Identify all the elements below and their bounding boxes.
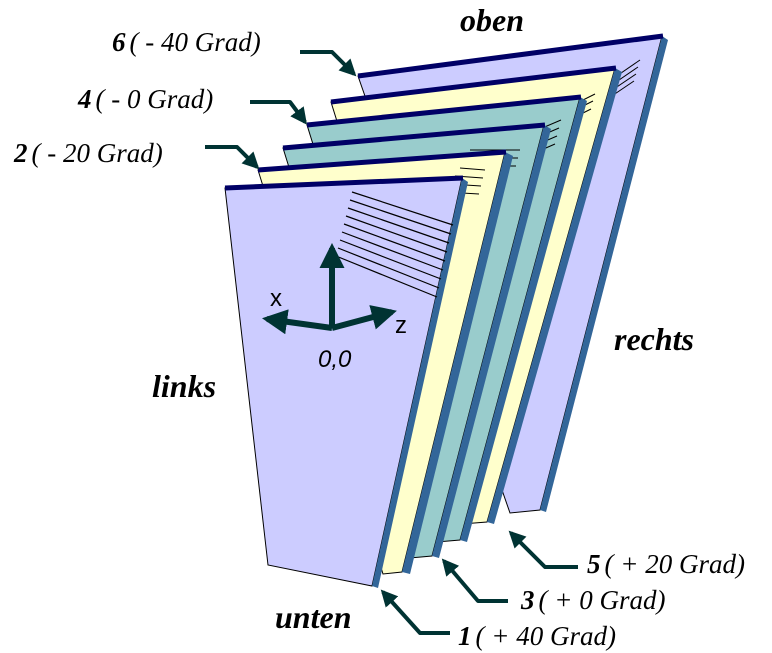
layer-1-label: 1( + 40 Grad) xyxy=(458,621,616,651)
layer-4-label: 4( - 0 Grad) xyxy=(77,84,213,114)
layer-4-number: 4 xyxy=(77,84,92,114)
side-label-right: rechts xyxy=(614,321,694,357)
layer-5-number: 5 xyxy=(587,549,601,579)
coordinate-axes: x z 0,0 xyxy=(262,242,407,373)
layer-5-angle: ( + 20 Grad) xyxy=(605,549,745,579)
layer-3-label: 3( + 0 Grad) xyxy=(520,585,665,615)
layer-4-angle: ( - 0 Grad) xyxy=(96,84,214,114)
layer-6-angle: ( - 40 Grad) xyxy=(130,27,261,57)
layer-1-number: 1 xyxy=(458,621,472,651)
layer-1-sheet xyxy=(224,175,468,588)
pointer-arrow-layer-3 xyxy=(441,558,508,603)
pointer-arrow-layer-4 xyxy=(250,100,308,125)
z-axis-arrow xyxy=(331,305,397,331)
y-axis-arrow xyxy=(262,309,333,335)
axis-z-label: z xyxy=(395,312,407,339)
layer-6-label: 6( - 40 Grad) xyxy=(112,27,261,57)
layer-2-number: 2 xyxy=(13,138,28,168)
pointer-arrow-layer-2 xyxy=(205,145,260,170)
axis-x-label: x xyxy=(270,285,282,312)
layer-3-angle: ( + 0 Grad) xyxy=(539,585,666,615)
side-label-left: links xyxy=(152,368,216,404)
layer-2-angle: ( - 20 Grad) xyxy=(32,138,163,168)
layer-6-number: 6 xyxy=(112,27,126,57)
origin-label: 0,0 xyxy=(318,346,352,373)
pointer-arrow-layer-1 xyxy=(380,589,450,635)
layer-3-number: 3 xyxy=(520,585,535,615)
layer-5-label: 5( + 20 Grad) xyxy=(587,549,745,579)
side-label-top: oben xyxy=(460,2,524,38)
side-label-bottom: unten xyxy=(275,599,351,635)
layer-1-angle: ( + 40 Grad) xyxy=(476,621,616,651)
pointer-arrow-layer-6 xyxy=(300,50,357,77)
pointer-arrow-layer-5 xyxy=(508,530,578,569)
layer-2-label: 2( - 20 Grad) xyxy=(13,138,163,168)
